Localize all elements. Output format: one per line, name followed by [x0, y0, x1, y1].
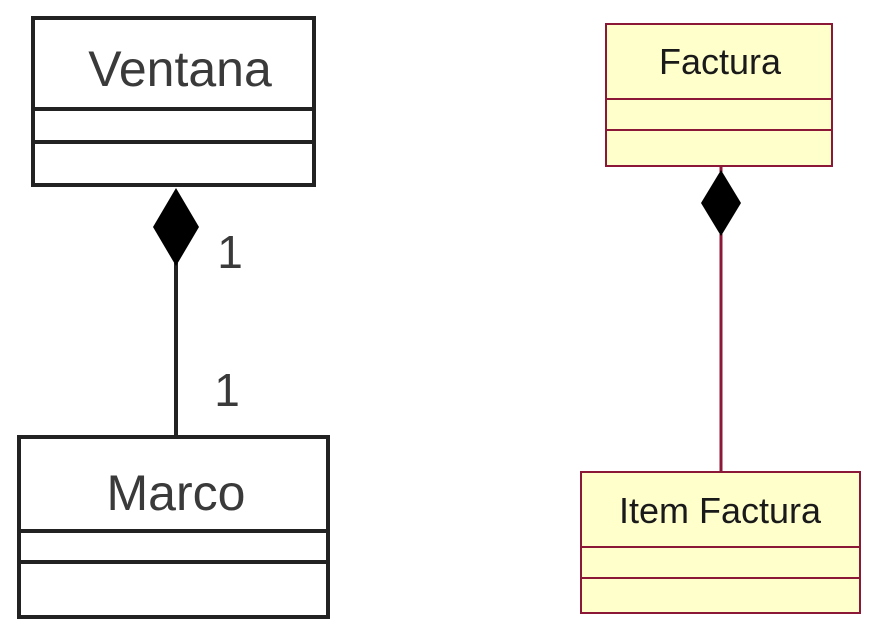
- composition-diamond-icon: [701, 170, 741, 236]
- class-item-factura-box: [580, 471, 861, 614]
- class-factura[interactable]: Factura: [605, 23, 833, 167]
- class-marco-box: [17, 435, 330, 619]
- class-item-factura[interactable]: Item Factura: [580, 471, 861, 614]
- relation-ventana-marco: 1 1: [153, 188, 243, 437]
- multiplicity-ventana: 1: [217, 226, 243, 278]
- class-item-factura-name: Item Factura: [619, 490, 822, 531]
- class-marco[interactable]: Marco: [17, 435, 330, 619]
- relation-factura-item: [701, 166, 741, 471]
- composition-diamond-icon: [153, 188, 199, 266]
- class-marco-name: Marco: [107, 465, 246, 521]
- class-ventana-name: Ventana: [88, 41, 272, 97]
- multiplicity-marco: 1: [214, 364, 240, 416]
- class-ventana-box: [31, 16, 316, 187]
- class-ventana[interactable]: Ventana: [31, 16, 316, 187]
- class-factura-box: [605, 23, 833, 167]
- class-factura-name: Factura: [659, 41, 782, 82]
